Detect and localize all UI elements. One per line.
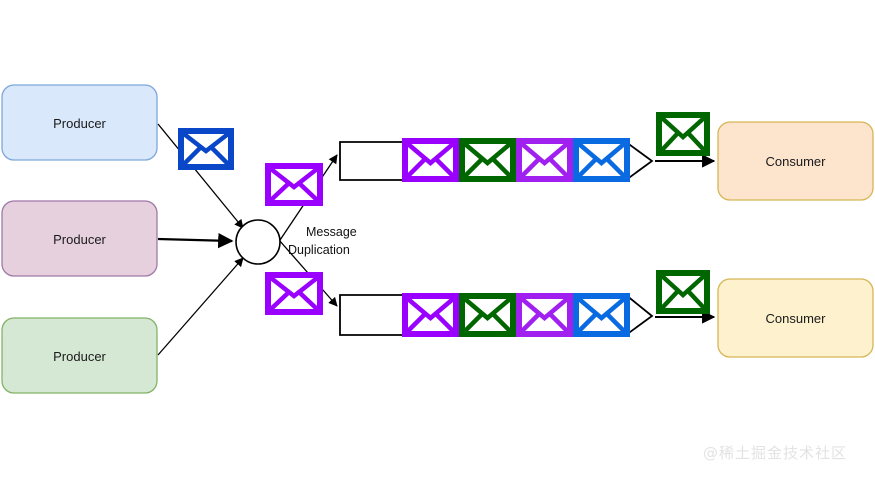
standalone-envelopes [178, 112, 710, 315]
producer-label-2: Producer [53, 232, 106, 247]
broker-circle[interactable] [235, 219, 281, 265]
producer-box-2[interactable]: Producer [1, 200, 158, 277]
envelope-icon-queue-bottom-1 [402, 293, 459, 337]
producer-box-1[interactable]: Producer [1, 84, 158, 161]
consumer-box-2[interactable]: Consumer [717, 278, 874, 358]
producer-box-3[interactable]: Producer [1, 317, 158, 394]
envelope-icon-queue-top-3 [516, 138, 573, 182]
envelope-icon-delivered-message-top [656, 112, 710, 156]
consumer-group: Consumer Consumer [717, 121, 874, 358]
connectors [157, 123, 716, 356]
envelope-icon-queue-top-1 [402, 138, 459, 182]
message-duplication-line2: Duplication [288, 243, 350, 257]
envelope-icon-duplicated-message-bottom [265, 272, 323, 315]
producer-label-1: Producer [53, 116, 106, 131]
arrow-producer2-to-broker [157, 232, 234, 249]
consumer-label-1: Consumer [766, 154, 827, 169]
consumer-box-1[interactable]: Consumer [717, 121, 874, 201]
queue-top-messages [402, 138, 630, 182]
envelope-icon-delivered-message-bottom [656, 270, 710, 314]
envelope-icon-queue-bottom-2 [459, 293, 516, 337]
producer-label-3: Producer [53, 349, 106, 364]
watermark: @稀土掘金技术社区 [703, 444, 847, 462]
queue-bottom[interactable] [339, 293, 654, 337]
producer-group: Producer Producer Producer [1, 84, 158, 394]
envelope-icon-queue-top-4 [573, 138, 630, 182]
envelope-icon-duplicated-message-top [265, 163, 323, 206]
envelope-icon-producer-message-blue [178, 128, 234, 170]
envelope-icon-queue-bottom-4 [573, 293, 630, 337]
queue-top[interactable] [339, 138, 654, 182]
message-duplication-line1: Message [306, 225, 357, 239]
queue-bottom-messages [402, 293, 630, 337]
arrow-broker-to-queue-bottom [271, 231, 338, 307]
envelope-icon-queue-top-2 [459, 138, 516, 182]
arrow-producer1-to-broker [157, 123, 244, 229]
envelope-icon-queue-bottom-3 [516, 293, 573, 337]
consumer-label-2: Consumer [766, 311, 827, 326]
message-duplication-label: Message Duplication [288, 225, 357, 257]
arrow-producer3-to-broker [157, 257, 244, 356]
